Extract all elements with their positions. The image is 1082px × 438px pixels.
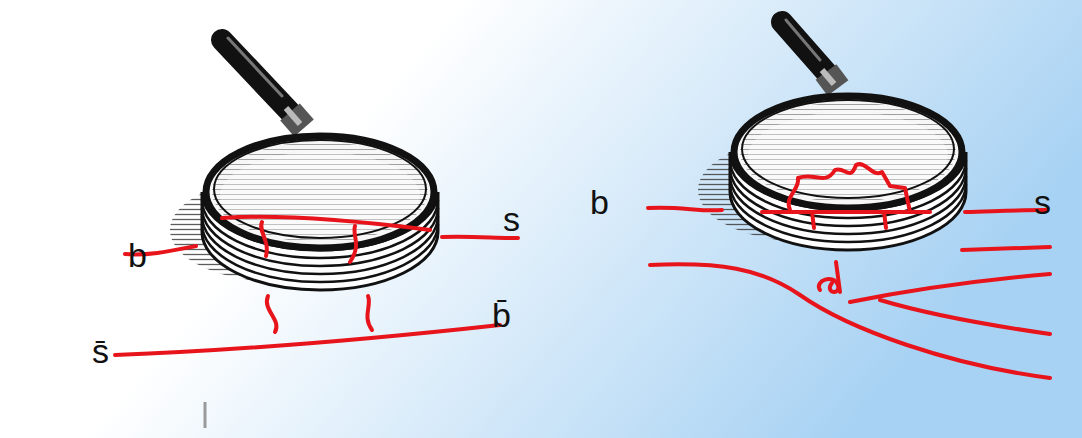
cursor-mark bbox=[204, 402, 207, 428]
particle-label: b̄ bbox=[492, 298, 511, 332]
particle-label: b bbox=[128, 238, 147, 272]
particle-label: b bbox=[590, 185, 609, 219]
magnifying-glass bbox=[698, 20, 966, 250]
magnifying-glass bbox=[170, 38, 438, 290]
particle-label: s bbox=[503, 202, 520, 236]
particle-label: s bbox=[1034, 185, 1051, 219]
quark-lines bbox=[115, 217, 518, 355]
particle-label: s̄ bbox=[92, 334, 109, 368]
quark-lines bbox=[648, 164, 1050, 378]
